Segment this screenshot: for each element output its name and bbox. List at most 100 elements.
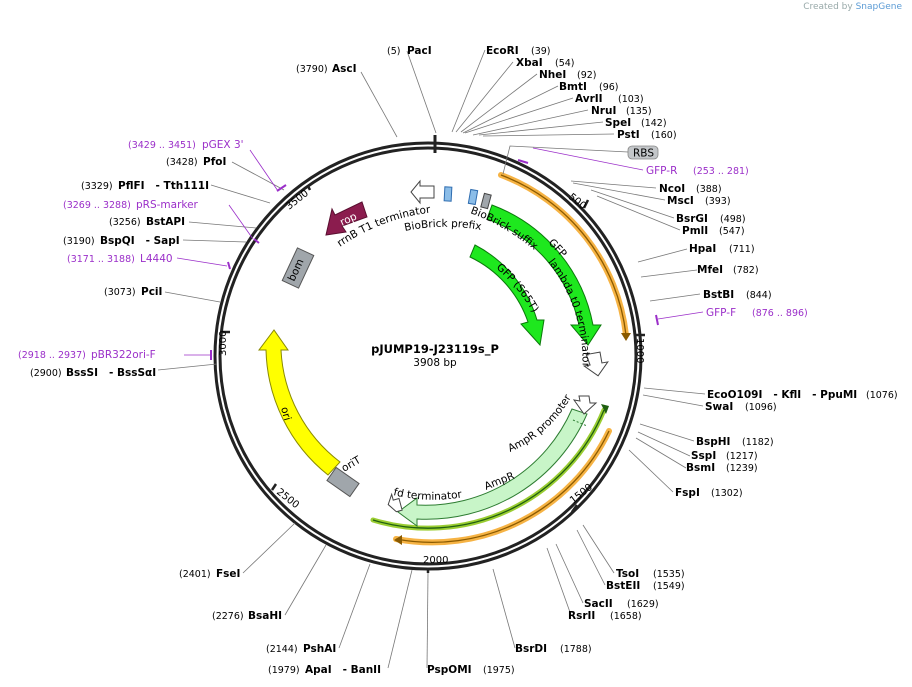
enzyme-name: BstBI <box>703 289 734 301</box>
credit-prefix: Created by <box>803 2 853 12</box>
enzyme-pos: (142) <box>641 118 667 129</box>
gfp-s65t-label: GFP (S65T) <box>494 261 541 314</box>
primer-pos: (3429 .. 3451) <box>128 140 196 151</box>
enzyme-pos: (1979) <box>268 665 300 676</box>
primer-name: L4440 <box>140 253 173 265</box>
enzyme-name: SpeI <box>605 117 631 129</box>
ampr-promoter-arrow <box>572 395 598 415</box>
enzyme-name: MscI <box>667 195 694 207</box>
biobrick-prefix-label: BioBrick prefix <box>403 218 482 234</box>
enzyme-pos: (3428) <box>166 157 198 168</box>
primer-name: GFP-F <box>706 307 736 319</box>
enzyme-name: PshAI <box>303 643 336 655</box>
ori-feature-arrow <box>258 329 341 476</box>
tick-2000: 2000 <box>423 555 448 566</box>
enzyme-name: SwaI <box>705 401 733 413</box>
rbs-label: RBS <box>633 148 654 160</box>
enzyme-pos: (388) <box>696 184 722 195</box>
enzyme-name: MfeI <box>697 264 723 276</box>
biobrick-suffix-box <box>480 192 492 210</box>
fd-terminator-label: fd terminator <box>392 486 463 503</box>
enzyme-labels-left: (3790) AscI (3428) PfoI (3329) PflFI - T… <box>30 63 381 676</box>
enzyme-pos: (3790) <box>296 64 328 75</box>
enzyme-pos: (2401) <box>179 569 211 580</box>
enzyme-name: BstAPI <box>146 216 185 228</box>
primer-markers <box>210 159 659 360</box>
enzyme-pos: (844) <box>746 290 772 301</box>
ori-label: ori <box>278 406 293 422</box>
enzyme-name: HpaI <box>689 243 716 255</box>
enzyme-name: SacII <box>584 598 613 610</box>
enzyme-name: NheI <box>539 69 566 81</box>
enzyme-leaders <box>406 49 706 669</box>
enzyme-name: AvrII <box>575 93 603 105</box>
enzyme-pos: (782) <box>733 265 759 276</box>
tick-1000: 1000 <box>634 338 645 363</box>
enzyme-pos: (498) <box>720 214 746 225</box>
enzyme-pos: (1182) <box>742 437 774 448</box>
enzyme-name: PmlI <box>682 225 708 237</box>
enzyme-name: BmtI <box>559 81 587 93</box>
bom-feature-box <box>281 247 315 289</box>
orit-feature-box <box>326 466 360 498</box>
biobrick-suffix-blue-box <box>467 188 479 206</box>
enzyme-pos: (711) <box>729 244 755 255</box>
orit-label: oriT <box>340 454 364 475</box>
primer-pos: (3171 .. 3188) <box>67 254 135 265</box>
primer-leaders <box>176 147 704 356</box>
enzyme-name: BsaHI <box>248 610 282 622</box>
enzyme-pos: (96) <box>599 82 619 93</box>
enzyme-pos: (1658) <box>610 611 642 622</box>
enzyme-name: BsrDI <box>515 643 547 655</box>
ampr-feature-arrow <box>397 408 588 527</box>
enzyme-pos: (54) <box>555 58 575 69</box>
lambda-terminator-arrow <box>582 351 609 377</box>
snapgene-logo: SnapGene <box>855 2 902 12</box>
enzyme-labels-right: (5) PacI EcoRI (39) XbaI (54) NheI (92) … <box>387 45 898 676</box>
rbs-feature-box <box>627 145 659 160</box>
enzyme-name: ApaI - BanII <box>305 664 381 676</box>
primer-name: pRS-marker <box>136 199 199 211</box>
enzyme-name: BssSI - BssSαI <box>66 367 156 379</box>
primer-pos: (253 .. 281) <box>693 166 749 177</box>
enzyme-pos: (1975) <box>483 665 515 676</box>
enzyme-pos: (160) <box>651 130 677 141</box>
enzyme-pos: (1629) <box>627 599 659 610</box>
enzyme-pos: (2276) <box>212 611 244 622</box>
primer-pos: (876 .. 896) <box>752 308 808 319</box>
enzyme-name: SspI <box>691 450 716 462</box>
gfp-feature-arrow <box>486 204 602 346</box>
enzyme-name: PacI <box>407 45 432 57</box>
enzyme-pos: (39) <box>531 46 551 57</box>
enzyme-name: PflFI - Tth111I <box>118 180 209 192</box>
enzyme-name: RsrII <box>568 610 595 622</box>
enzyme-name: PspOMI <box>427 664 472 676</box>
enzyme-pos: (1535) <box>653 569 685 580</box>
rop-feature-arrow <box>325 201 368 236</box>
enzyme-pos: (3190) <box>63 236 95 247</box>
enzyme-name: PstI <box>617 129 640 141</box>
enzyme-name: BspQI - SapI <box>100 235 180 247</box>
enzyme-name: EcoO109I - KflI - PpuMI <box>707 389 857 401</box>
enzyme-pos: (3329) <box>81 181 113 192</box>
primer-pos: (3269 .. 3288) <box>63 200 131 211</box>
enzyme-pos: (3256) <box>109 217 141 228</box>
fd-terminator-arrow <box>387 492 403 513</box>
gfp-s65t-feature-arrow <box>469 244 545 347</box>
enzyme-pos: (3073) <box>104 287 136 298</box>
enzyme-pos: (2144) <box>266 644 298 655</box>
enzyme-pos: (1076) <box>866 390 898 401</box>
created-by-credit: Created by SnapGene <box>803 2 902 12</box>
biobrick-prefix-box <box>443 186 453 202</box>
enzyme-pos: (1239) <box>726 463 758 474</box>
tick-3000: 3000 <box>218 331 229 356</box>
enzyme-name: BsmI <box>686 462 715 474</box>
enzyme-name: BspHI <box>696 436 730 448</box>
enzyme-pos: (2900) <box>30 368 62 379</box>
enzyme-pos: (5) <box>387 46 400 57</box>
enzyme-name: PfoI <box>203 156 226 168</box>
primer-name: GFP-R <box>646 165 677 177</box>
tick-marks <box>222 185 645 573</box>
enzyme-name: XbaI <box>516 57 543 69</box>
